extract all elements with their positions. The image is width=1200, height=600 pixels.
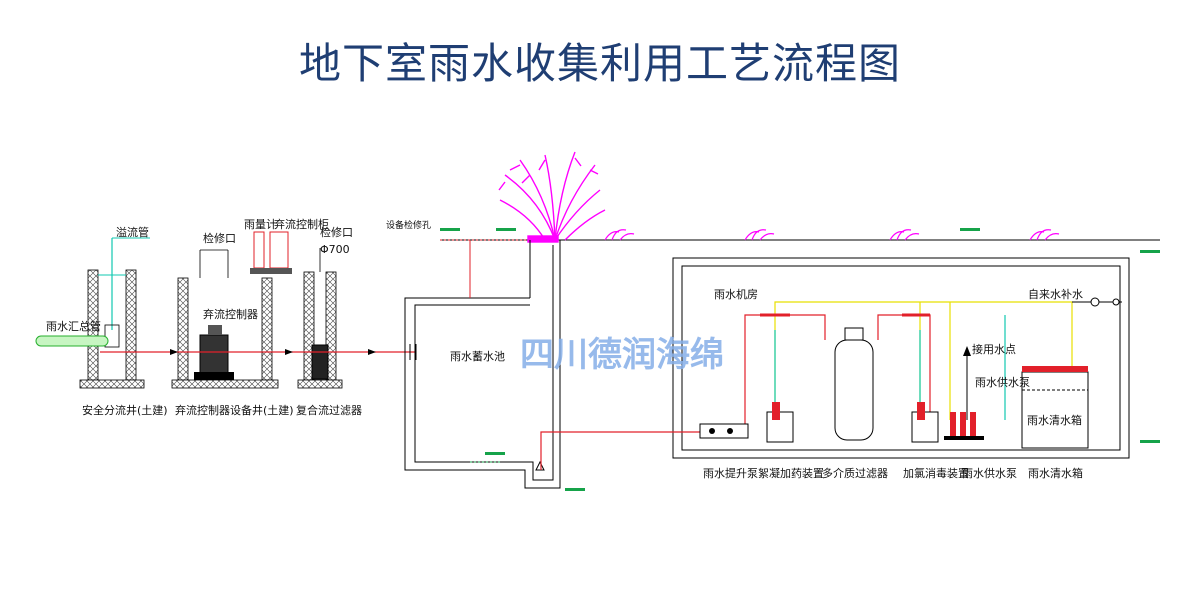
diverter-cabinet-label: 弃流控制柜: [274, 217, 329, 231]
disinfection-label: 加氯消毒装置: [903, 466, 969, 480]
use-point-label: 接用水点: [972, 343, 1016, 356]
composite-filter-well: [297, 248, 343, 389]
palm-plants-icon: [498, 151, 606, 243]
machine-room: [672, 257, 1130, 459]
watermark: 四川德润海绵: [520, 335, 724, 375]
supply-pump-icon: [944, 412, 984, 440]
process-pipe: [540, 313, 931, 470]
composite-filter-label: 复合流过滤器: [296, 403, 362, 417]
clear-tank-label: 雨水清水箱: [1027, 413, 1082, 427]
lift-pump-label: 雨水提升泵: [703, 467, 758, 480]
rain-gauge-icon: [253, 231, 265, 269]
lift-pump-icon: [699, 423, 749, 439]
supply-pump-top-label: 雨水供水泵: [975, 375, 1030, 389]
main-pipe-icon: [35, 335, 109, 347]
safety-diversion-well: [79, 237, 150, 389]
tap-water-label: 自来水补水: [1028, 288, 1083, 301]
diverter-cabinet-icon: [250, 231, 292, 274]
tap-water-valve-icon: [1072, 297, 1122, 307]
overflow-pipe-label: 溢流管: [116, 225, 149, 239]
equipment-hole-label: 设备检修孔: [386, 219, 431, 231]
use-point-arrow-icon: [963, 346, 971, 420]
storage-tank-label: 雨水蓄水池: [450, 350, 505, 363]
main-pipe-label: 雨水汇总管: [46, 319, 101, 333]
storage-tank: [404, 240, 561, 489]
multi-media-filter-icon: [834, 327, 874, 441]
supply-pipe: [774, 315, 1006, 420]
diverter-well: [171, 249, 279, 389]
diverter-controller-label: 弃流控制器: [203, 307, 258, 321]
well-safe-label: 安全分流井(土建): [82, 403, 168, 417]
supply-pump-label: 雨水供水泵: [962, 466, 1017, 480]
rain-inflow-pipe: [100, 344, 417, 360]
clear-water-tank: [1021, 366, 1089, 449]
well-diverter-label: 弃流控制器设备井(土建): [175, 403, 294, 417]
flocculant-label: 絮凝加药装置: [758, 466, 824, 480]
flocculant-dosing-icon: [766, 402, 794, 443]
diameter-label: Φ700: [320, 243, 350, 256]
inspection-port-label-1: 检修口: [203, 231, 236, 245]
rain-gauge-label: 雨量计: [244, 218, 277, 231]
multi-filter-label: 多介质过滤器: [822, 466, 888, 480]
clear-tank-bottom-label: 雨水清水箱: [1028, 466, 1083, 480]
disinfection-device-icon: [911, 402, 939, 443]
elevation-markers: [440, 228, 1160, 491]
machine-room-label: 雨水机房: [714, 287, 758, 301]
page-title: 地下室雨水收集利用工艺流程图: [298, 39, 901, 88]
inspection-port-label-2: 检修口: [320, 225, 353, 239]
ground-plants-icon: [604, 229, 1060, 241]
